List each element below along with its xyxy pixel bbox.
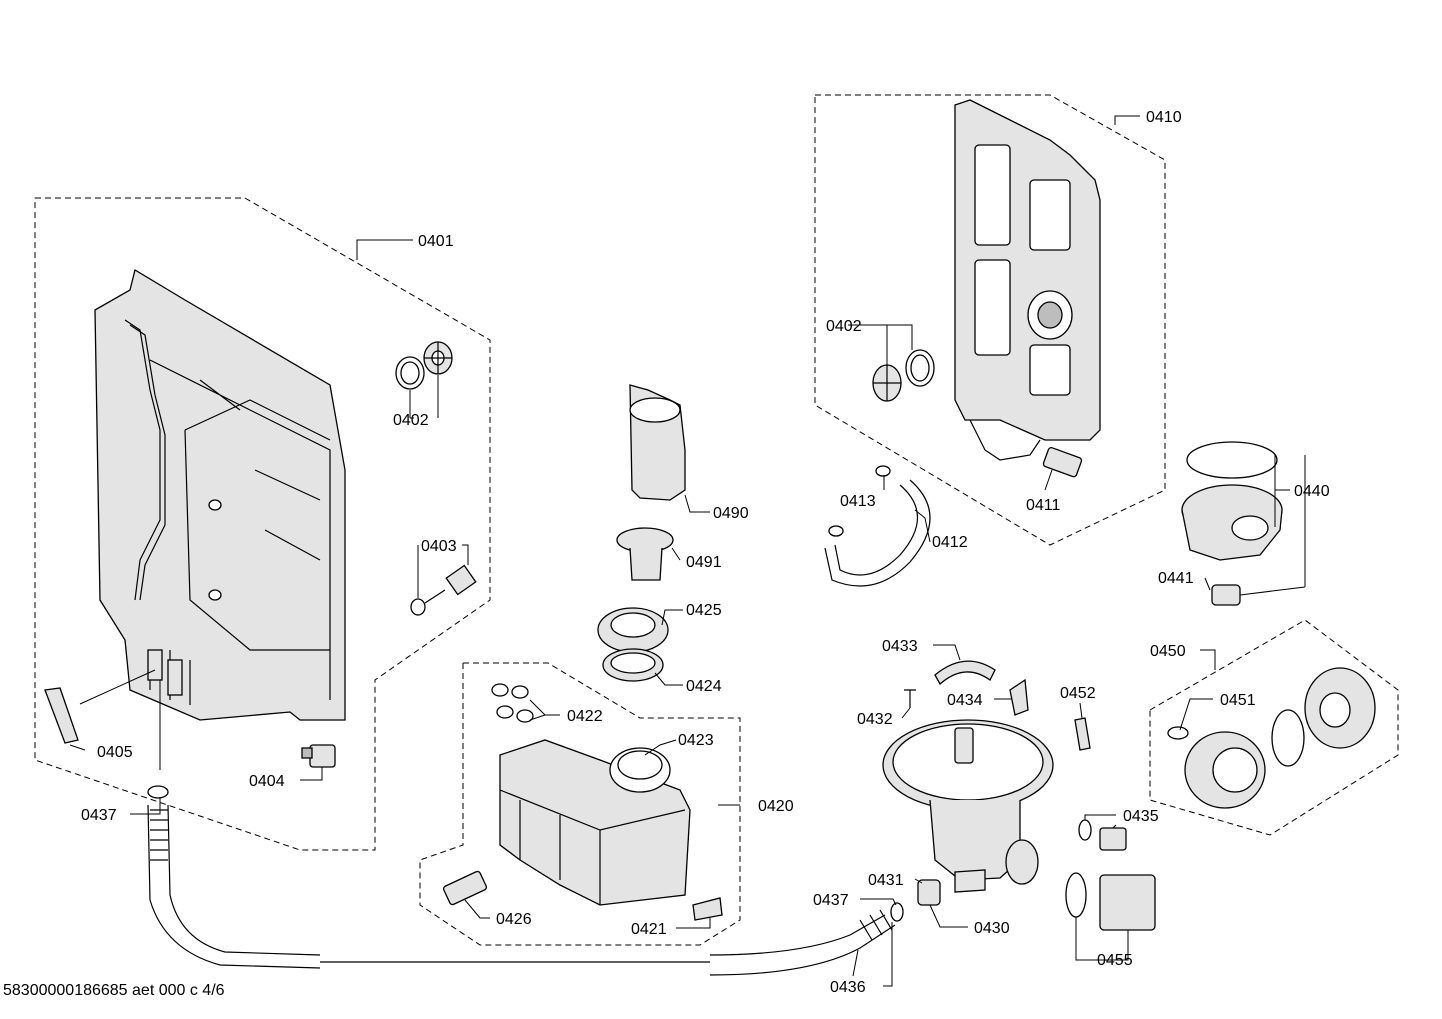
label-0402-left[interactable]: 0402: [393, 412, 429, 429]
label-0405[interactable]: 0405: [97, 744, 133, 761]
label-0433[interactable]: 0433: [882, 638, 918, 655]
label-0452[interactable]: 0452: [1060, 685, 1096, 702]
sensor-0441: [1211, 584, 1241, 606]
grille-left: [423, 341, 453, 375]
group-outline-0401: [34, 197, 491, 851]
label-0413[interactable]: 0413: [840, 493, 876, 510]
clip-0405: [44, 687, 79, 744]
label-0435[interactable]: 0435: [1123, 808, 1159, 825]
label-0440[interactable]: 0440: [1294, 483, 1330, 500]
part-labels: 0401 0402 0403 0404 0405 0437 0410 0402 …: [81, 109, 1330, 996]
label-0455[interactable]: 0455: [1097, 952, 1133, 969]
ring-0424: [602, 648, 664, 682]
lid-0425: [597, 607, 669, 653]
clip-0434: [1009, 678, 1029, 716]
pump-0450: [1167, 667, 1376, 809]
group-outline-0410: [814, 94, 1166, 546]
funnel-0490: [629, 384, 686, 501]
label-0450[interactable]: 0450: [1150, 643, 1186, 660]
seals-0422: [491, 683, 534, 723]
label-0430[interactable]: 0430: [974, 920, 1010, 937]
label-0441[interactable]: 0441: [1158, 570, 1194, 587]
side-panel-right: [954, 99, 1101, 461]
label-0403[interactable]: 0403: [421, 538, 457, 555]
side-panel-left: [94, 268, 346, 721]
clamp-0413: [828, 465, 891, 537]
sensor-0411: [1042, 446, 1083, 478]
label-0437-right[interactable]: 0437: [813, 892, 849, 909]
group-outline-0450: [1149, 619, 1399, 836]
group-outline-0420: [419, 662, 741, 946]
document-footer: 58300000186685 aet 000 c 4/6: [3, 982, 225, 999]
label-0422[interactable]: 0422: [567, 708, 603, 725]
label-0424[interactable]: 0424: [686, 678, 722, 695]
drain-hose: [147, 785, 904, 976]
seal-ring-left: [395, 356, 425, 390]
label-0402-right[interactable]: 0402: [826, 318, 862, 335]
label-0412[interactable]: 0412: [932, 534, 968, 551]
label-0425[interactable]: 0425: [686, 602, 722, 619]
label-0436[interactable]: 0436: [830, 979, 866, 996]
sump-0430: [882, 719, 1054, 893]
grille-right: [872, 364, 902, 402]
pump-0455: [1065, 872, 1156, 931]
sensor-0404: [301, 744, 336, 768]
leader-lines: [69, 115, 1306, 987]
cover-0433: [934, 660, 996, 686]
label-0490[interactable]: 0490: [713, 505, 749, 522]
label-0431[interactable]: 0431: [868, 872, 904, 889]
water-valve-fitting: [410, 564, 477, 616]
label-0426[interactable]: 0426: [496, 911, 532, 928]
screw-0432: [904, 689, 916, 708]
pump-assembly-0440: [1181, 441, 1283, 561]
label-0421[interactable]: 0421: [631, 921, 667, 938]
valve-0435: [1078, 819, 1127, 851]
label-0420[interactable]: 0420: [758, 798, 794, 815]
label-0432[interactable]: 0432: [857, 711, 893, 728]
label-0451[interactable]: 0451: [1220, 692, 1256, 709]
clip-0421: [692, 897, 723, 921]
sensor-0426: [442, 870, 488, 906]
seal-ring-right: [905, 349, 935, 387]
label-0434[interactable]: 0434: [947, 692, 983, 709]
water-softener-0420: [499, 739, 691, 906]
label-0410[interactable]: 0410: [1146, 109, 1182, 126]
label-0491[interactable]: 0491: [686, 554, 722, 571]
label-0423[interactable]: 0423: [678, 732, 714, 749]
label-0437-left[interactable]: 0437: [81, 807, 117, 824]
hose-0412: [824, 479, 931, 587]
label-0411[interactable]: 0411: [1026, 497, 1061, 514]
fitting-0431: [917, 879, 941, 906]
label-0401[interactable]: 0401: [418, 233, 454, 250]
label-0404[interactable]: 0404: [249, 773, 285, 790]
clip-0452: [1074, 717, 1091, 751]
cap-0491: [616, 527, 674, 581]
